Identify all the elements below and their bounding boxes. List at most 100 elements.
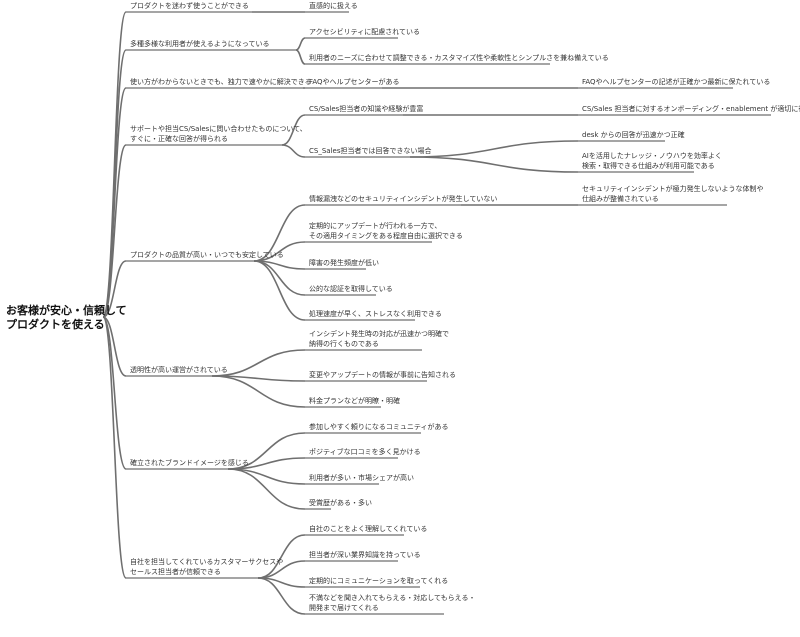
branch-node-2: 多種多様な利用者が使えるようになっている	[130, 39, 269, 49]
child-node-7-1-line-1: 参加しやすく頼りになるコミュニティがある	[309, 423, 449, 431]
leaf-node-3-1-1: FAQやヘルプセンターの記述が正確かつ最新に保たれている	[582, 77, 770, 87]
connector-branch-2-to-child-2	[295, 49, 306, 65]
leaf-node-5-1-1-line-2: 仕組みが整備されている	[582, 195, 659, 203]
child-node-2-1-line-1: アクセシビリティに配慮されている	[309, 28, 421, 36]
root-node: お客様が安心・信頼して プロダクトを使える	[6, 304, 127, 332]
child-node-5-2-line-1: 定期的にアップデートが行われる一方で、	[309, 222, 442, 230]
leaf-node-4-2-1-line-1: desk からの回答が迅速かつ正確	[582, 131, 685, 139]
branch-node-7: 確立されたブランドイメージを感じる	[130, 458, 249, 468]
child-node-6-2: 変更やアップデートの情報が事前に告知される	[309, 370, 456, 380]
child-node-2-2-line-1: 利用者のニーズに合わせて調整できる・カスタマイズ性や柔軟性とシンプルさを兼ね備え…	[309, 54, 609, 62]
root-title-line-1: お客様が安心・信頼して	[6, 304, 127, 317]
connector-root-to-branch-6	[102, 316, 127, 377]
connector-root-to-branch-5	[102, 260, 127, 318]
child-node-8-2-line-1: 担当者が深い業界知識を持っている	[309, 551, 421, 559]
child-node-7-3: 利用者が多い・市場シェアが高い	[309, 473, 414, 483]
branch-node-7-line-1: 確立されたブランドイメージを感じる	[130, 459, 249, 467]
branch-node-8-line-2: セールス担当者が信頼できる	[130, 568, 221, 576]
child-node-4-1: CS/Sales担当者の知識や経験が豊富	[309, 104, 423, 114]
child-node-4-1-line-1: CS/Sales担当者の知識や経験が豊富	[309, 105, 424, 113]
leaf-node-4-1-1: CS/Sales 担当者に対するオンボーディング・enablement が適切に…	[582, 104, 800, 114]
leaf-node-4-2-2-line-2: 検索・取得できる仕組みが利用可能である	[582, 162, 715, 170]
branch-node-4: サポートや担当CS/Salesに問い合わせたものについて、すぐに・正確な回答が得…	[130, 124, 307, 144]
connector-branch-7-to-child-1	[227, 432, 306, 470]
child-node-5-5-line-1: 処理速度が早く、ストレスなく利用できる	[309, 310, 442, 318]
child-node-5-3: 障害の発生頻度が低い	[309, 258, 379, 268]
connector-child-4-2-to-leaf-1	[409, 140, 579, 158]
child-node-5-2: 定期的にアップデートが行われる一方で、その適用タイミングをある程度自由に選択でき…	[309, 221, 463, 241]
child-node-7-4-line-1: 受賞歴がある・多い	[309, 499, 372, 507]
connector-root-to-branch-2	[102, 49, 127, 318]
branch-node-5: プロダクトの品質が高い・いつでも安定している	[130, 250, 284, 260]
leaf-node-3-1-1-line-1: FAQやヘルプセンターの記述が正確かつ最新に保たれている	[582, 78, 771, 86]
child-node-3-1: FAQやヘルプセンターがある	[309, 77, 400, 87]
child-node-5-5: 処理速度が早く、ストレスなく利用できる	[309, 309, 442, 319]
child-node-2-1: アクセシビリティに配慮されている	[309, 27, 420, 37]
child-node-3-1-line-1: FAQやヘルプセンターがある	[309, 78, 400, 86]
root-title-line-2: プロダクトを使える	[6, 318, 105, 331]
child-node-7-4: 受賞歴がある・多い	[309, 498, 372, 508]
child-node-8-3: 定期的にコミュニケーションを取ってくれる	[309, 576, 448, 586]
branch-node-5-line-1: プロダクトの品質が高い・いつでも安定している	[130, 251, 284, 259]
branch-node-3-line-1: 使い方がわからないときでも、独力で速やかに解決できる	[130, 78, 312, 86]
connector-branch-5-to-child-5	[253, 260, 306, 321]
connector-root-to-branch-7	[102, 316, 127, 470]
child-node-8-3-line-1: 定期的にコミュニケーションを取ってくれる	[309, 577, 449, 585]
leaf-node-4-2-2-line-1: AIを活用したナレッジ・ノウハウを効率よく	[582, 152, 722, 160]
branch-node-3: 使い方がわからないときでも、独力で速やかに解決できる	[130, 77, 312, 87]
connector-branch-5-to-child-1	[253, 204, 306, 262]
connector-branch-6-to-child-3	[211, 375, 306, 408]
child-node-8-4-line-2: 開発まで届けてくれる	[309, 604, 379, 612]
child-node-6-3-line-1: 料金プランなどが明瞭・明確	[309, 397, 400, 405]
branch-node-6-line-1: 透明性が高い運営がされている	[130, 366, 228, 374]
child-node-5-1-line-1: 情報漏洩などのセキュリティインシデントが発生していない	[309, 195, 498, 203]
branch-node-1: プロダクトを迷わず使うことができる	[130, 1, 249, 11]
connector-branch-4-to-child-1	[281, 114, 306, 146]
child-node-2-2: 利用者のニーズに合わせて調整できる・カスタマイズ性や柔軟性とシンプルさを兼ね備え…	[309, 53, 609, 63]
child-node-1-1: 直感的に扱える	[309, 1, 358, 11]
child-node-5-1: 情報漏洩などのセキュリティインシデントが発生していない	[309, 194, 497, 204]
child-node-6-1-line-2: 納得の行くものである	[309, 340, 379, 348]
child-node-6-1: インシデント発生時の対応が迅速かつ明確で納得の行くものである	[309, 329, 449, 349]
child-node-6-1-line-1: インシデント発生時の対応が迅速かつ明確で	[309, 330, 449, 338]
child-node-8-4: 不満などを聞き入れてもらえる・対応してもらえる・開発まで届けてくれる	[309, 593, 475, 613]
child-node-4-2: CS_Sales担当者では回答できない場合	[309, 146, 431, 156]
leaf-node-4-2-1: desk からの回答が迅速かつ正確	[582, 130, 685, 140]
child-node-7-2-line-1: ポジティブな口コミを多く見かける	[309, 448, 421, 456]
branch-node-4-line-2: すぐに・正確な回答が得られる	[130, 135, 228, 143]
child-node-8-1-line-1: 自社のことをよく理解してくれている	[309, 525, 428, 533]
connector-root-to-branch-4	[102, 144, 127, 318]
child-node-4-2-line-1: CS_Sales担当者では回答できない場合	[309, 147, 432, 155]
connector-branch-7-to-child-4	[227, 468, 306, 510]
connector-child-4-2-to-leaf-2	[409, 156, 579, 173]
connector-branch-2-to-child-1	[295, 37, 306, 51]
child-node-6-2-line-1: 変更やアップデートの情報が事前に告知される	[309, 371, 456, 379]
child-node-7-3-line-1: 利用者が多い・市場シェアが高い	[309, 474, 414, 482]
child-node-7-1: 参加しやすく頼りになるコミュニティがある	[309, 422, 449, 432]
leaf-node-5-1-1-line-1: セキュリティインシデントが極力発生しないような体制や	[582, 185, 764, 193]
leaf-node-4-2-2: AIを活用したナレッジ・ノウハウを効率よく検索・取得できる仕組みが利用可能である	[582, 151, 722, 171]
leaf-node-4-1-1-line-1: CS/Sales 担当者に対するオンボーディング・enablement が適切に…	[582, 105, 800, 113]
branch-node-8: 自社を担当してくれているカスタマーサクセスやセールス担当者が信頼できる	[130, 557, 283, 577]
child-node-6-3: 料金プランなどが明瞭・明確	[309, 396, 400, 406]
branch-node-6: 透明性が高い運営がされている	[130, 365, 228, 375]
branch-node-1-line-1: プロダクトを迷わず使うことができる	[130, 2, 249, 10]
branch-node-8-line-1: 自社を担当してくれているカスタマーサクセスや	[130, 558, 284, 566]
branch-node-2-line-1: 多種多様な利用者が使えるようになっている	[130, 40, 270, 48]
child-node-5-4-line-1: 公的な認証を取得している	[309, 285, 393, 293]
connector-root-to-branch-3	[102, 87, 127, 318]
connector-branch-4-to-child-2	[281, 144, 306, 158]
child-node-5-2-line-2: その適用タイミングをある程度自由に選択できる	[309, 232, 463, 240]
child-node-7-2: ポジティブな口コミを多く見かける	[309, 447, 421, 457]
child-node-8-1: 自社のことをよく理解してくれている	[309, 524, 427, 534]
child-node-8-2: 担当者が深い業界知識を持っている	[309, 550, 421, 560]
child-node-1-1-line-1: 直感的に扱える	[309, 2, 358, 10]
child-node-5-4: 公的な認証を取得している	[309, 284, 393, 294]
branch-node-4-line-1: サポートや担当CS/Salesに問い合わせたものについて、	[130, 125, 307, 133]
child-node-8-4-line-1: 不満などを聞き入れてもらえる・対応してもらえる・	[309, 594, 476, 602]
connector-branch-7-to-child-3	[227, 468, 306, 485]
connector-branch-8-to-child-4	[257, 577, 306, 615]
connector-branch-6-to-child-1	[211, 349, 306, 377]
child-node-5-3-line-1: 障害の発生頻度が低い	[309, 259, 379, 267]
